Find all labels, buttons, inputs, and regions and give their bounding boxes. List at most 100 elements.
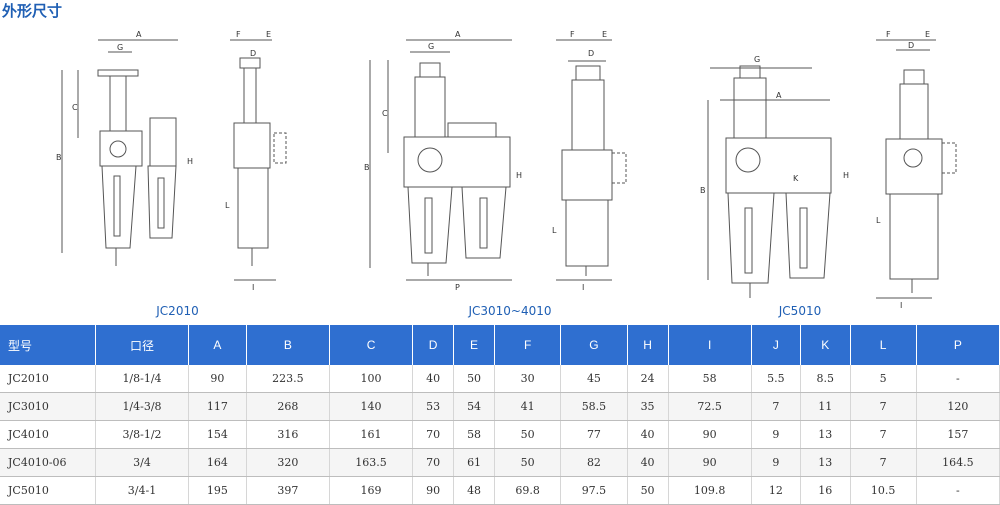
table-cell: 3/8-1/2 — [95, 420, 189, 449]
table-cell: 195 — [188, 476, 247, 505]
dimension-labels: A G B C H F E D I L A G B C H P F E D I … — [56, 30, 930, 310]
dim-d-5010: D — [908, 41, 914, 50]
table-cell: 8.5 — [800, 365, 851, 393]
caption-jc3010-4010: JC3010~4010 — [468, 304, 552, 318]
dim-h-2010: H — [187, 157, 193, 166]
table-cell: 69.8 — [494, 476, 562, 505]
table-cell: 24 — [627, 365, 669, 393]
dim-f-5010: F — [886, 30, 891, 39]
table-cell: 90 — [668, 448, 752, 477]
dim-e-2010: E — [266, 30, 271, 39]
table-cell: 70 — [412, 420, 455, 449]
table-cell: JC4010 — [0, 420, 96, 449]
table-cell: 9 — [751, 448, 802, 477]
table-cell: 61 — [453, 448, 496, 477]
table-cell: 161 — [329, 420, 414, 449]
table-cell: 90 — [188, 365, 247, 393]
table-cell: JC4010-06 — [0, 448, 96, 477]
dim-l-2010: L — [225, 201, 230, 210]
dim-p-3010: P — [455, 283, 460, 292]
table-cell: 13 — [800, 448, 851, 477]
header-k: K — [800, 325, 851, 365]
header-h: H — [627, 325, 669, 365]
dim-i-2010: I — [252, 283, 254, 292]
table-cell: 7 — [850, 420, 917, 449]
table-cell: - — [916, 476, 1000, 505]
dim-b-2010: B — [56, 153, 62, 162]
table-cell: 7 — [751, 392, 802, 421]
header-i: I — [668, 325, 752, 365]
table-cell: 40 — [627, 448, 669, 477]
header-port-size: 口径 — [95, 325, 189, 365]
table-cell: 5.5 — [751, 365, 802, 393]
header-e: E — [453, 325, 496, 365]
table-cell: 117 — [188, 392, 247, 421]
header-f: F — [494, 325, 562, 365]
caption-jc5010: JC5010 — [778, 304, 822, 318]
table-cell: 50 — [627, 476, 669, 505]
table-cell: 320 — [246, 448, 330, 477]
table-cell: 120 — [916, 392, 1000, 421]
header-c: C — [329, 325, 414, 365]
dim-a-3010: A — [455, 30, 461, 39]
dim-f-3010: F — [570, 30, 575, 39]
dim-g-3010: G — [428, 42, 434, 51]
dim-b-5010: B — [700, 186, 706, 195]
table-cell: 7 — [850, 392, 917, 421]
table-cell: 90 — [668, 420, 752, 449]
table-cell: 53 — [412, 392, 455, 421]
header-p: P — [916, 325, 1000, 365]
table-cell: 30 — [494, 365, 562, 393]
jc3010-front-drawing — [369, 39, 512, 281]
table-cell: 50 — [494, 448, 562, 477]
header-d: D — [412, 325, 455, 365]
table-cell: - — [916, 365, 1000, 393]
technical-drawings: A G B C H F E D I L A G B C H P F E D I … — [56, 30, 957, 310]
table-cell: 109.8 — [668, 476, 752, 505]
table-cell: 12 — [751, 476, 802, 505]
table-cell: 58 — [668, 365, 752, 393]
table-cell: 45 — [560, 365, 628, 393]
table-cell: 9 — [751, 420, 802, 449]
header-l: L — [850, 325, 917, 365]
caption-jc2010: JC2010 — [156, 304, 199, 318]
jc3010-side-drawing — [556, 39, 627, 281]
header-a: A — [188, 325, 247, 365]
table-cell: 40 — [627, 420, 669, 449]
dim-f-2010: F — [236, 30, 241, 39]
dim-i-5010: I — [900, 301, 902, 310]
table-cell: 70 — [412, 448, 455, 477]
table-cell: 169 — [329, 476, 414, 505]
table-cell: 77 — [560, 420, 628, 449]
table-cell: 3/4 — [95, 448, 189, 477]
table-cell: 157 — [916, 420, 1000, 449]
jc5010-side-drawing — [876, 39, 957, 299]
table-cell: 1/4-3/8 — [95, 392, 189, 421]
table-cell: JC2010 — [0, 365, 96, 393]
dim-l-3010: L — [552, 226, 557, 235]
dim-h-5010: H — [843, 171, 849, 180]
table-cell: 140 — [329, 392, 414, 421]
jc5010-front-drawing — [707, 65, 832, 298]
table-cell: 35 — [627, 392, 669, 421]
table-cell: 268 — [246, 392, 330, 421]
dim-h-3010: H — [516, 171, 522, 180]
table-cell: 223.5 — [246, 365, 330, 393]
table-cell: 10.5 — [850, 476, 917, 505]
table-cell: 54 — [453, 392, 496, 421]
table-cell: 100 — [329, 365, 414, 393]
page-title: 外形尺寸 — [2, 2, 63, 20]
table-cell: 5 — [850, 365, 917, 393]
dim-l-5010: L — [876, 216, 881, 225]
table-cell: 154 — [188, 420, 247, 449]
dim-a-5010: A — [776, 91, 782, 100]
dim-g-2010: G — [117, 43, 123, 52]
header-j: J — [751, 325, 802, 365]
jc2010-side-drawing — [230, 39, 287, 281]
